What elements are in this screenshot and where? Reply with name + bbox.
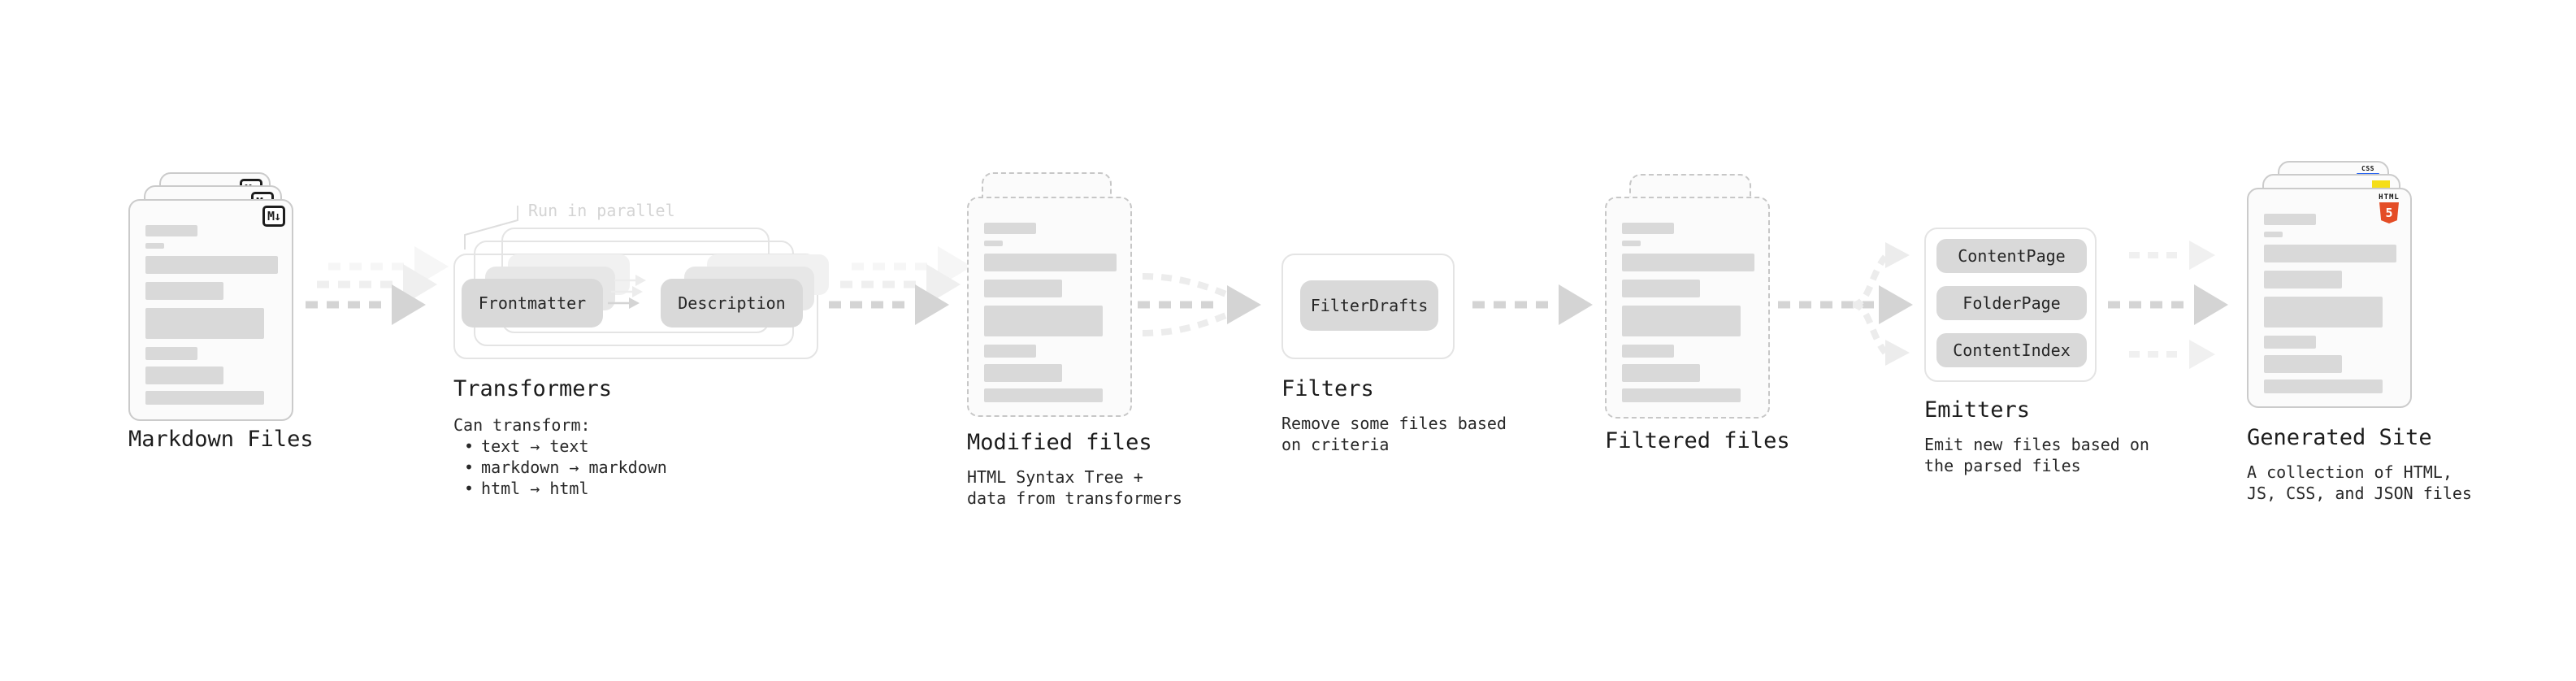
markdown-icon: M↓ <box>262 206 285 227</box>
text-line-placeholder <box>145 243 164 249</box>
contentpage-box: ContentPage <box>1936 239 2087 273</box>
frontmatter-box-label: Frontmatter <box>478 293 587 313</box>
doc-page-front: M↓ <box>128 199 293 421</box>
text-line-placeholder <box>1622 254 1754 271</box>
bullet-dot: • <box>464 458 475 477</box>
text-line-placeholder <box>2264 271 2342 288</box>
folderpage-box: FolderPage <box>1936 286 2087 320</box>
text-line-placeholder <box>2264 297 2383 327</box>
transformers-bullet: • text → text <box>453 436 667 457</box>
filterdrafts-box-label: FilterDrafts <box>1310 296 1429 315</box>
text-line-placeholder <box>984 388 1103 402</box>
transformers-desc-heading: Can transform: <box>453 415 591 435</box>
run-in-parallel-connector <box>464 206 518 249</box>
bullet-dot: • <box>464 479 475 498</box>
text-line-placeholder <box>1622 280 1700 297</box>
text-line-placeholder <box>145 256 278 274</box>
bullet-dot: • <box>464 436 475 456</box>
filtered-files-doc-stack <box>1605 174 1788 422</box>
parallel-flow-arrows-icon <box>2105 241 2247 369</box>
folderpage-box-label: FolderPage <box>1962 293 2061 313</box>
doc-page-front <box>967 197 1132 417</box>
text-line-placeholder <box>145 347 197 360</box>
transformers-description: Can transform: • text → text • markdown → … <box>453 414 667 499</box>
filters-description: Remove some files based on criteria <box>1281 414 1507 454</box>
text-line-placeholder <box>1622 388 1741 402</box>
markdown-files-doc-stack: M↓ M↓ M↓ <box>128 172 327 424</box>
transformers-bullet: • html → html <box>453 478 667 499</box>
doc-page-front <box>1605 197 1770 419</box>
description-box-label: Description <box>678 293 786 313</box>
parallel-step-arrows-icon <box>606 273 648 310</box>
flow-arrow-icon <box>302 242 461 340</box>
text-line-placeholder <box>2264 214 2316 225</box>
contentindex-box-label: ContentIndex <box>1953 340 2071 360</box>
text-line-placeholder <box>984 223 1036 234</box>
doc-page-front: HTML 5 <box>2247 188 2412 408</box>
text-line-placeholder <box>1622 223 1674 234</box>
frontmatter-box: Frontmatter <box>462 279 603 327</box>
emitters-description: Emit new files based on the parsed files <box>1924 435 2149 475</box>
bullet-text: markdown → markdown <box>481 458 667 477</box>
filtered-files-label: Filtered files <box>1605 428 1790 453</box>
text-line-placeholder <box>984 241 1003 246</box>
modified-files-label: Modified files <box>967 430 1152 455</box>
text-line-placeholder <box>984 345 1036 358</box>
text-line-placeholder <box>984 280 1062 297</box>
text-line-placeholder <box>984 254 1117 271</box>
modified-files-description: HTML Syntax Tree + data from transformer… <box>967 467 1182 508</box>
html5-icon-label: HTML <box>2379 193 2400 202</box>
html5-icon-number: 5 <box>2385 206 2393 220</box>
text-line-placeholder <box>984 364 1062 382</box>
contentindex-box: ContentIndex <box>1936 333 2087 367</box>
fan-in-arrow-icon <box>1138 273 1261 336</box>
generated-site-description: A collection of HTML, JS, CSS, and JSON … <box>2247 462 2472 503</box>
transformers-label: Transformers <box>453 376 613 401</box>
css-icon-label: CSS <box>2361 165 2374 172</box>
run-in-parallel-annotation: Run in parallel <box>528 201 675 220</box>
text-line-placeholder <box>145 367 223 384</box>
contentpage-box-label: ContentPage <box>1958 246 2066 266</box>
text-line-placeholder <box>1622 306 1741 336</box>
text-line-placeholder <box>984 306 1103 336</box>
generated-site-label: Generated Site <box>2247 425 2432 450</box>
text-line-placeholder <box>1622 241 1641 246</box>
transformers-bullet: • markdown → markdown <box>453 457 667 478</box>
text-line-placeholder <box>2264 380 2383 393</box>
fan-out-arrow-icon <box>1778 242 1913 366</box>
filterdrafts-box: FilterDrafts <box>1300 280 1438 331</box>
generated-site-doc-stack: CSS HTML 5 <box>2247 161 2446 413</box>
bullet-text: html → html <box>481 479 589 498</box>
html5-icon-shield: 5 <box>2379 202 2399 223</box>
modified-files-doc-stack <box>967 172 1150 420</box>
flow-arrow-icon <box>1469 242 1599 340</box>
emitters-label: Emitters <box>1924 397 2031 423</box>
markdown-files-label: Markdown Files <box>128 427 314 452</box>
text-line-placeholder <box>2264 355 2342 373</box>
bullet-text: text → text <box>481 436 589 456</box>
text-line-placeholder <box>145 225 197 236</box>
filters-frame: FilterDrafts <box>1281 254 1455 359</box>
text-line-placeholder <box>2264 336 2316 349</box>
text-line-placeholder <box>145 308 264 339</box>
transformers-frame-front <box>453 254 818 359</box>
filters-label: Filters <box>1281 376 1374 401</box>
text-line-placeholder <box>145 282 223 300</box>
html5-icon: HTML 5 <box>2375 193 2403 223</box>
flow-arrow-icon <box>826 242 984 340</box>
text-line-placeholder <box>145 391 264 405</box>
text-line-placeholder <box>1622 345 1674 358</box>
description-box: Description <box>661 279 803 327</box>
emitters-frame: ContentPage FolderPage ContentIndex <box>1924 228 2097 382</box>
text-line-placeholder <box>1622 364 1700 382</box>
text-line-placeholder <box>2264 245 2396 262</box>
text-line-placeholder <box>2264 232 2283 237</box>
